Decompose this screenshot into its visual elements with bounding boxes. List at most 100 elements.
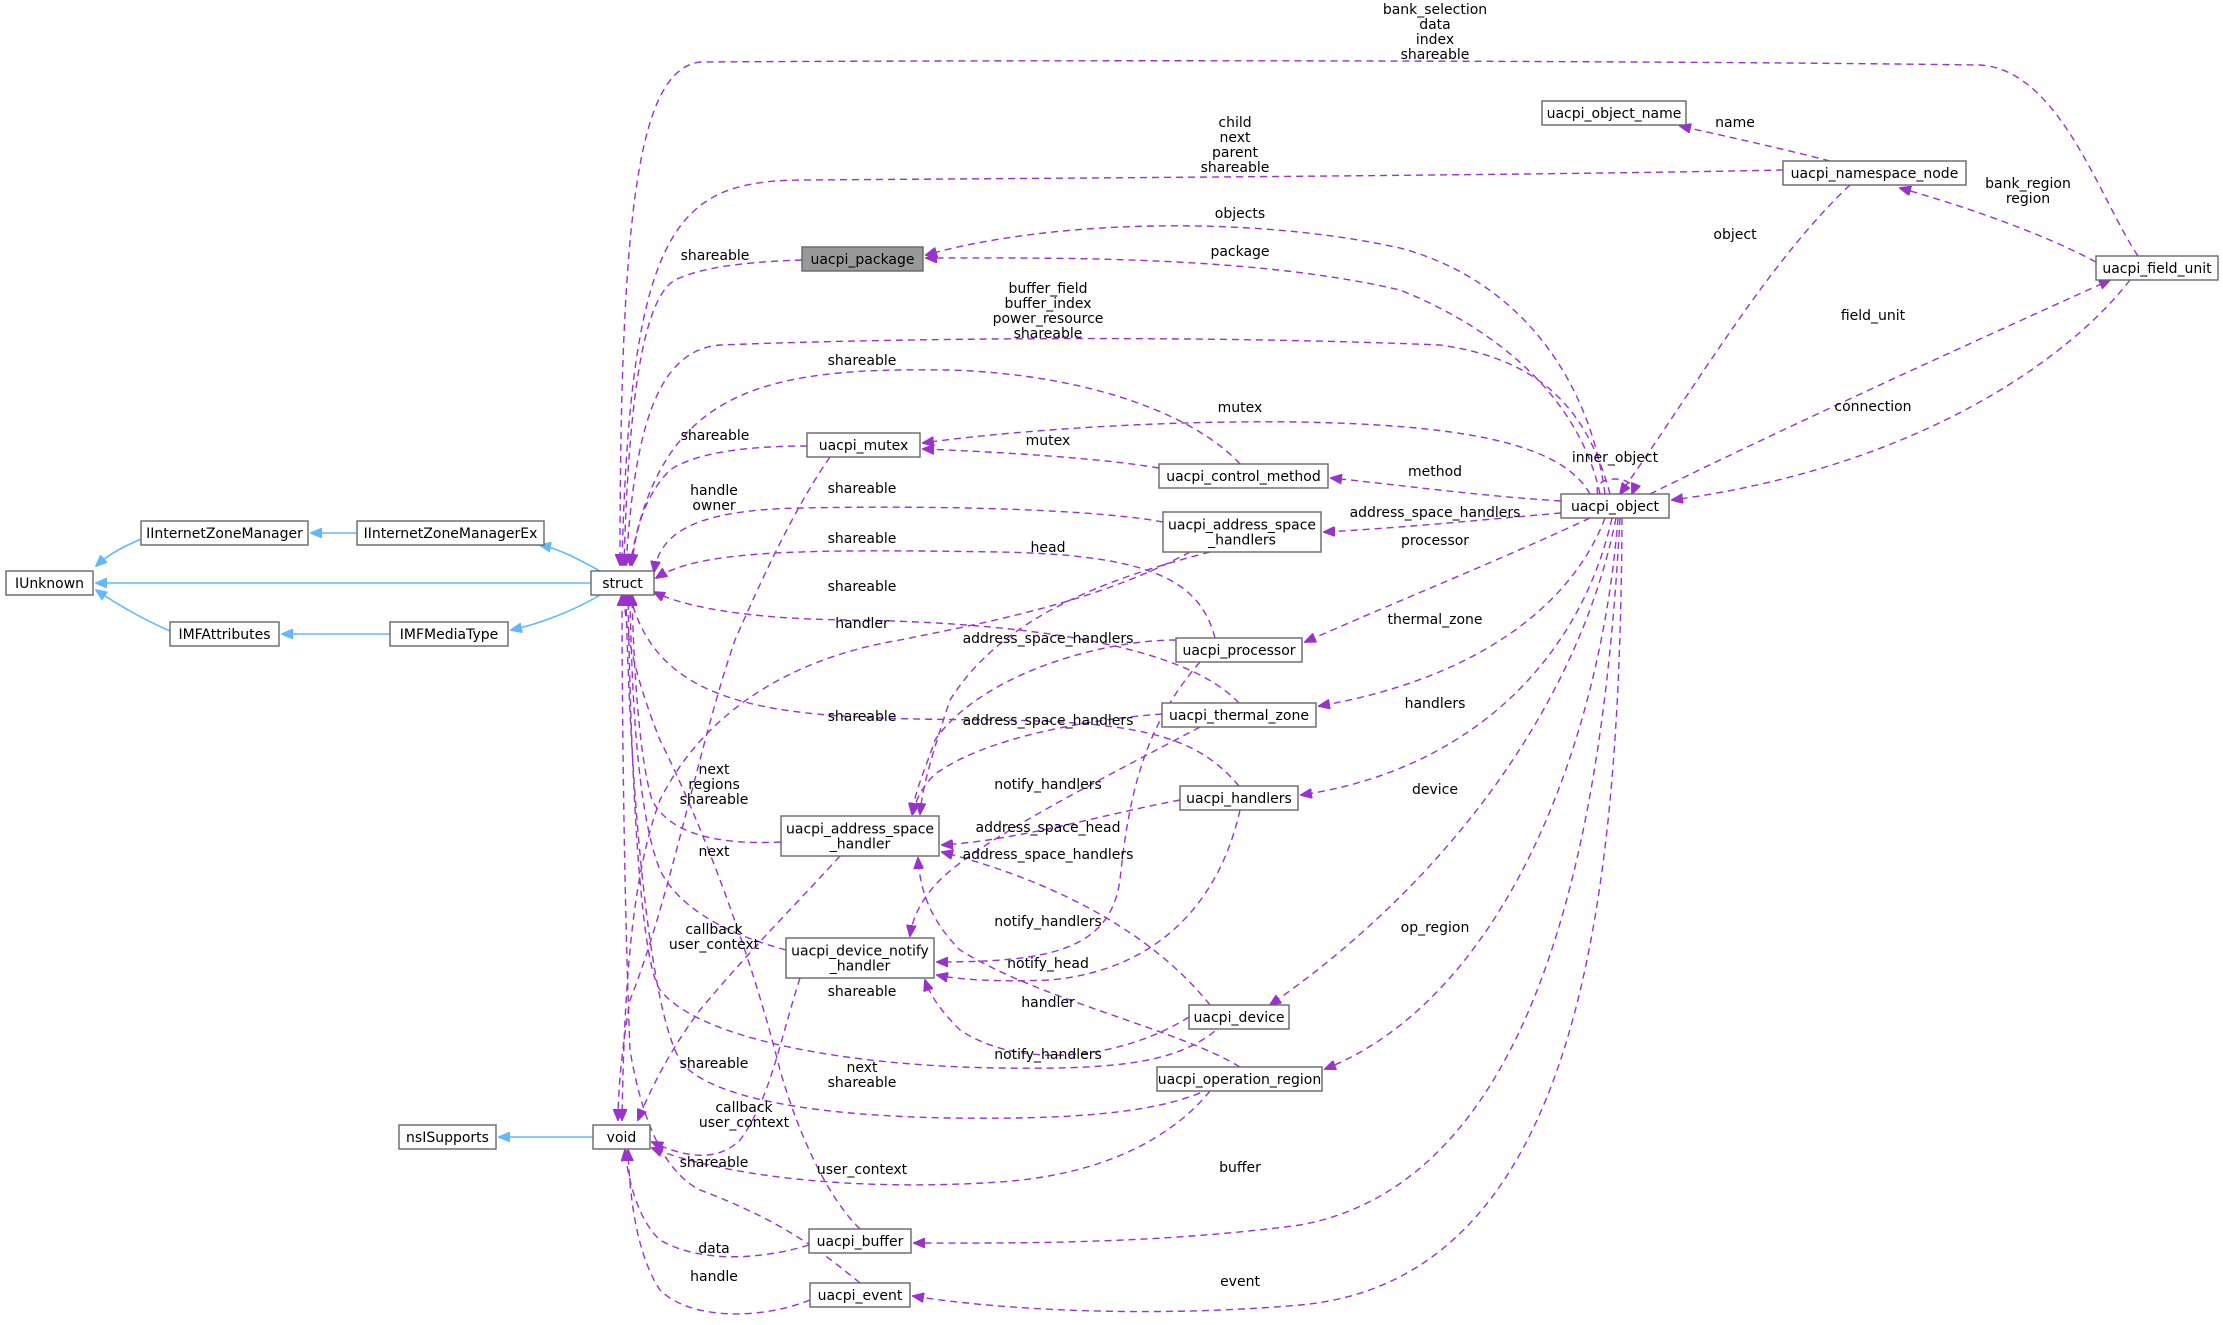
- edge-label-e21: user_context: [817, 1162, 908, 1178]
- edge-label-e27: mutex: [1026, 433, 1071, 449]
- edge-label-e23: handle: [690, 1269, 738, 1285]
- usage-edge-uacpi-object-to-uacpi-handlers: [1301, 517, 1613, 795]
- edge-label-e33: device: [1412, 782, 1458, 798]
- edge-label-e39: connection: [1834, 399, 1911, 415]
- edge-label-e50: notify_handlers: [994, 914, 1102, 930]
- node-label: void: [607, 1130, 637, 1146]
- node-label: nsISupports: [406, 1130, 489, 1146]
- node-uacpi-device[interactable]: uacpi_device: [1188, 1004, 1290, 1030]
- node-box: [140, 520, 309, 546]
- node-box: [785, 937, 935, 979]
- usage-edge-uacpi-mutex-to-void: [618, 456, 831, 1120]
- edge-label-e38: field_unit: [1841, 308, 1906, 324]
- node-label: uacpi_processor: [1182, 643, 1295, 659]
- edge-label-e49: notify_handlers: [994, 777, 1102, 793]
- node-label: uacpi_device: [1194, 1010, 1285, 1026]
- node-iinternetzonemanager[interactable]: IInternetZoneManager: [140, 520, 309, 546]
- edge-label-e10: shareable: [828, 709, 897, 725]
- node-uacpi-address-space-handlers[interactable]: uacpi_address_space_handlers: [1162, 511, 1322, 553]
- node-uacpi-control-method[interactable]: uacpi_control_method: [1158, 463, 1329, 489]
- node-nsisupports[interactable]: nsISupports: [398, 1124, 497, 1150]
- node-uacpi-operation-region[interactable]: uacpi_operation_region: [1156, 1066, 1323, 1092]
- edge-label-e52: notify_handlers: [994, 1047, 1102, 1063]
- node-box: [356, 520, 545, 546]
- node-label: uacpi_operation_region: [1158, 1072, 1321, 1088]
- usage-edge-uacpi-namespace-node-to-uacpi-object-name: [1680, 126, 1831, 162]
- node-label: IMFMediaType: [400, 627, 498, 643]
- usage-edge-uacpi-address-space-handler-to-void: [638, 855, 841, 1120]
- edge-label-e42: object: [1713, 227, 1757, 243]
- edge-label-e30: processor: [1401, 533, 1469, 549]
- node-uacpi-device-notify-handler[interactable]: uacpi_device_notify_handler: [785, 937, 935, 979]
- inherit-edge-iinternetzonemanager-to-iunknown: [96, 538, 142, 566]
- node-struct[interactable]: struct: [590, 570, 655, 596]
- node-uacpi-object-name[interactable]: uacpi_object_name: [1541, 100, 1687, 126]
- usage-edge-uacpi-namespace-node-to-struct: [622, 169, 1784, 565]
- edge-label-e5: shareable: [828, 353, 897, 369]
- usage-edge-uacpi-field-unit-to-struct: [620, 60, 2139, 565]
- node-uacpi-address-space-handler[interactable]: uacpi_address_space_handler: [780, 815, 940, 857]
- node-label: uacpi_event: [818, 1288, 903, 1304]
- usage-edge-uacpi-operation-region-to-uacpi-address-space-handler: [918, 858, 1241, 1068]
- node-label: uacpi_address_space_handlers: [1168, 518, 1316, 549]
- node-label: IInternetZoneManager: [146, 526, 303, 542]
- node-uacpi-field-unit[interactable]: uacpi_field_unit: [2095, 255, 2219, 281]
- node-void[interactable]: void: [592, 1124, 651, 1150]
- usage-edge-uacpi-control-method-to-uacpi-mutex: [923, 449, 1160, 469]
- node-uacpi-handlers[interactable]: uacpi_handlers: [1179, 785, 1299, 811]
- usage-edge-uacpi-object-to-uacpi-package: [926, 258, 1601, 495]
- usage-edge-uacpi-object-to-uacpi-processor: [1305, 517, 1591, 642]
- usage-edge-uacpi-device-to-uacpi-address-space-handler: [942, 852, 1211, 1006]
- node-uacpi-object[interactable]: uacpi_object: [1560, 493, 1670, 519]
- node-uacpi-namespace-node[interactable]: uacpi_namespace_node: [1782, 160, 1967, 186]
- node-imfmediatype[interactable]: IMFMediaType: [389, 621, 509, 647]
- node-label: uacpi_thermal_zone: [1169, 708, 1309, 724]
- usage-edges: [618, 60, 2139, 1315]
- edge-label-e16: shareable: [680, 1155, 749, 1171]
- edge-label-e26: mutex: [1218, 400, 1263, 416]
- usage-edge-uacpi-processor-to-uacpi-address-space-handler: [912, 639, 1177, 814]
- node-label: IMFAttributes: [178, 627, 270, 643]
- usage-edge-uacpi-control-method-to-struct: [630, 369, 1241, 565]
- usage-edge-uacpi-address-space-handlers-to-struct: [654, 506, 1164, 572]
- node-iunknown[interactable]: IUnknown: [5, 570, 94, 596]
- usage-edge-uacpi-object-to-uacpi-object: [1596, 478, 1633, 494]
- node-box: [1175, 637, 1303, 663]
- usage-edge-uacpi-object-to-uacpi-device: [1270, 517, 1617, 1005]
- node-label: IInternetZoneManagerEx: [364, 526, 538, 542]
- node-uacpi-processor[interactable]: uacpi_processor: [1175, 637, 1303, 663]
- edge-label-e32: handlers: [1405, 696, 1466, 712]
- edge-label-e34: op_region: [1401, 920, 1470, 936]
- usage-edge-uacpi-thermal-zone-to-uacpi-address-space-handler: [913, 713, 1163, 814]
- node-uacpi-package[interactable]: uacpi_package: [801, 246, 924, 272]
- node-label: uacpi_namespace_node: [1791, 166, 1959, 182]
- node-iinternetzonemanagerex[interactable]: IInternetZoneManagerEx: [356, 520, 545, 546]
- usage-edge-uacpi-device-to-struct: [628, 595, 1240, 1069]
- node-imfattributes[interactable]: IMFAttributes: [169, 621, 280, 647]
- edge-label-e48: head: [1031, 540, 1066, 556]
- node-uacpi-buffer[interactable]: uacpi_buffer: [808, 1228, 912, 1254]
- usage-edge-uacpi-address-space-handler-to-struct: [632, 595, 782, 844]
- edge-label-e7: shareable: [828, 481, 897, 497]
- node-uacpi-thermal-zone[interactable]: uacpi_thermal_zone: [1161, 702, 1317, 728]
- node-label: struct: [602, 576, 643, 592]
- edge-label-e24: objects: [1215, 206, 1265, 222]
- usage-edge-uacpi-address-space-handlers-to-uacpi-address-space-handler: [920, 551, 1211, 814]
- node-box: [1179, 785, 1299, 811]
- edge-label-e36: event: [1220, 1274, 1260, 1290]
- usage-edge-uacpi-object-to-uacpi-address-space-handlers: [1324, 512, 1562, 532]
- node-label: uacpi_mutex: [819, 438, 909, 454]
- node-uacpi-mutex[interactable]: uacpi_mutex: [806, 432, 921, 458]
- node-label: uacpi_device_notify_handler: [791, 944, 929, 975]
- node-uacpi-event[interactable]: uacpi_event: [809, 1282, 911, 1308]
- node-label: uacpi_buffer: [817, 1234, 904, 1250]
- node-label: IUnknown: [15, 576, 84, 592]
- inherit-edge-imfattributes-to-iunknown: [96, 590, 171, 632]
- usage-edge-uacpi-handlers-to-uacpi-address-space-handler: [942, 799, 1181, 845]
